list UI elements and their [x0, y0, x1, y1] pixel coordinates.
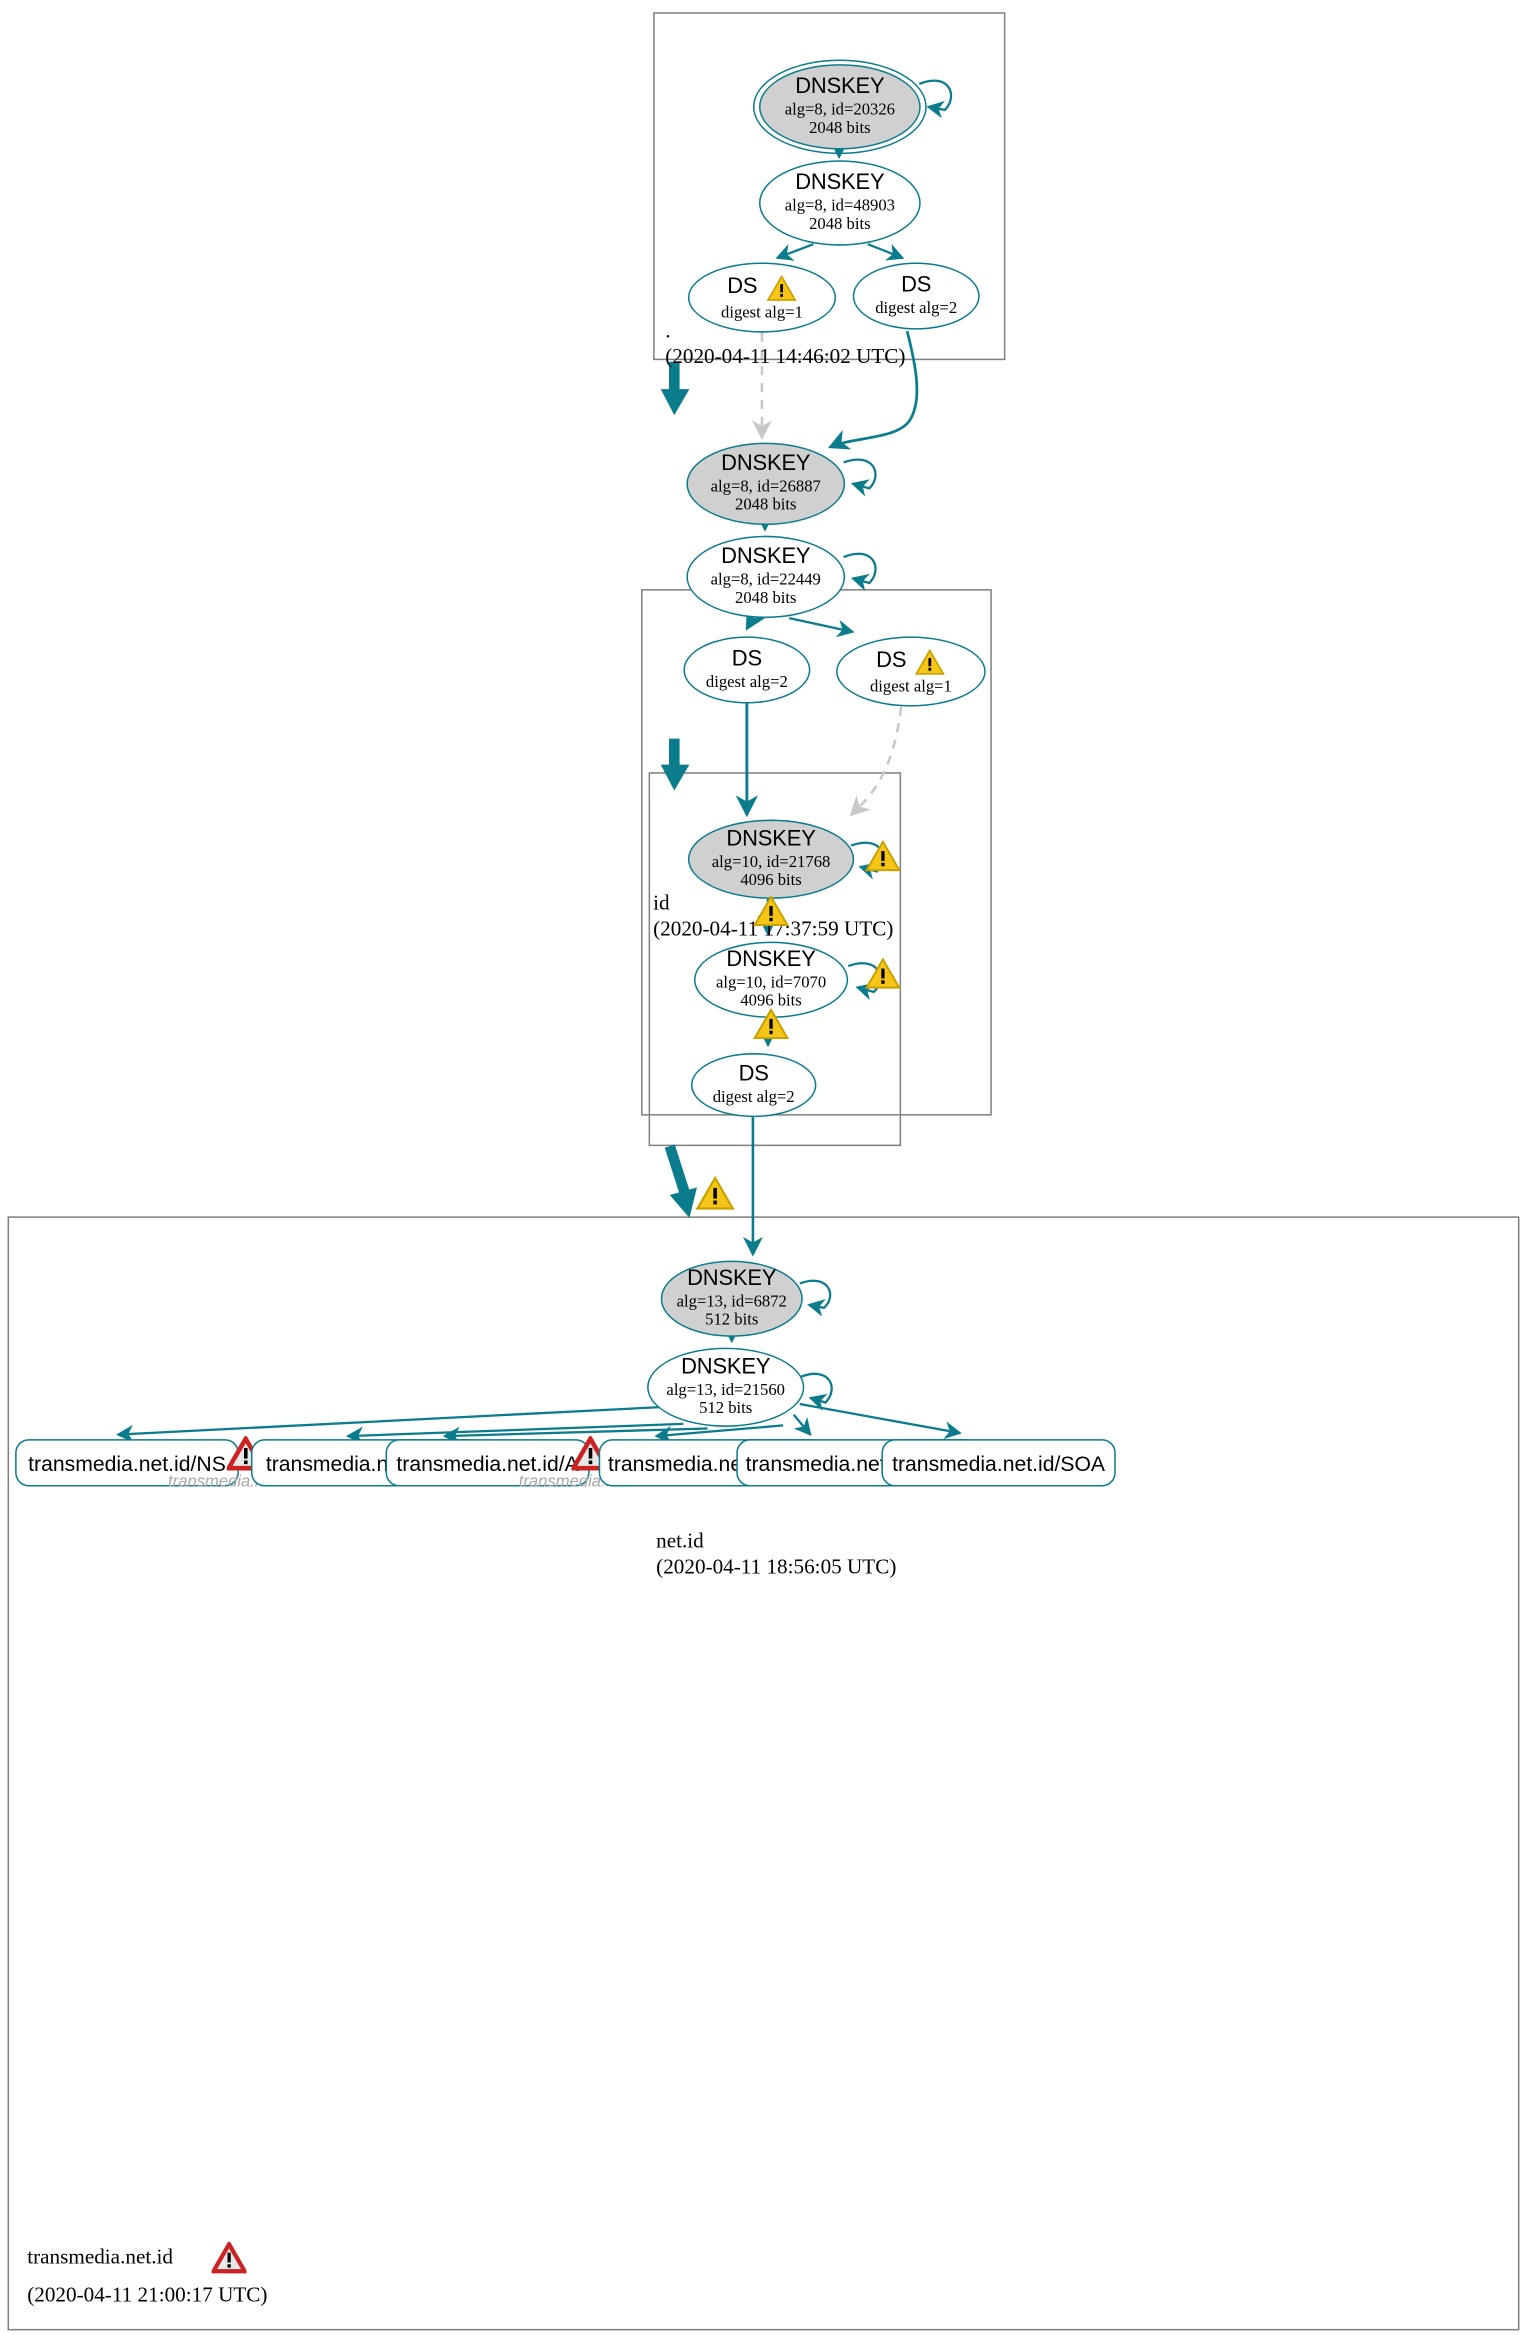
- node-title: DNSKEY: [795, 171, 885, 196]
- node-ds-root-digest2[interactable]: DS digest alg=2: [852, 262, 980, 330]
- node-title: DS: [727, 275, 758, 300]
- node-size: 512 bits: [705, 1310, 759, 1329]
- zone-name: .: [665, 320, 671, 344]
- node-title: DNSKEY: [687, 1267, 777, 1292]
- zone-label-netid: net.id (2020-04-11 18:56:05 UTC): [656, 1531, 896, 1583]
- zone-label-transmedia: transmedia.net.id (2020-04-11 21:00:17 U…: [27, 2241, 268, 2311]
- node-detail: alg=8, id=20326: [784, 100, 895, 119]
- node-ds-id-digest2[interactable]: DS digest alg=2: [683, 636, 811, 704]
- warning-triangle-icon: [766, 274, 797, 301]
- node-title: DS: [731, 647, 762, 672]
- node-dnskey-netid-zsk[interactable]: DNSKEY alg=10, id=7070 4096 bits: [693, 941, 849, 1018]
- node-ds-root-digest1[interactable]: DS digest alg=1: [687, 262, 837, 333]
- edge-self-sign-id-zsk: [843, 552, 877, 592]
- warning-triangle-icon: [915, 648, 946, 675]
- warning-triangle-icon-delegation-transmedia: [695, 1175, 735, 1210]
- node-detail: digest alg=2: [875, 298, 958, 318]
- node-size: 4096 bits: [740, 871, 802, 890]
- rrset-transmedia-a[interactable]: transmedia.net.id/A: [385, 1439, 590, 1487]
- node-size: 2048 bits: [735, 588, 797, 608]
- delegation-root-to-id-head: [660, 389, 690, 416]
- node-dnskey-id-ksk[interactable]: DNSKEY alg=8, id=26887 2048 bits: [686, 442, 846, 525]
- node-title: DNSKEY: [726, 948, 816, 973]
- warning-triangle-icon-netid-zsk: [864, 957, 902, 989]
- zone-timestamp: (2020-04-11 14:46:02 UTC): [665, 346, 906, 370]
- node-detail: digest alg=2: [712, 1087, 795, 1107]
- node-title: DNSKEY: [795, 75, 885, 100]
- error-triangle-icon-zone-transmedia: [212, 2241, 248, 2274]
- node-size: 2048 bits: [735, 495, 797, 514]
- zone-name: transmedia.net.id: [27, 2246, 173, 2270]
- node-detail: digest alg=1: [721, 302, 803, 322]
- node-title: DNSKEY: [726, 827, 816, 852]
- delegation-netid-to-transmedia: [664, 1144, 692, 1200]
- node-title: DS: [738, 1062, 769, 1087]
- node-title: DS: [901, 273, 932, 298]
- zone-box-netid: [648, 772, 902, 1147]
- node-detail: digest alg=1: [869, 676, 952, 696]
- delegation-netid-to-transmedia-head: [669, 1187, 697, 1218]
- node-detail: digest alg=2: [705, 672, 788, 691]
- node-dnskey-id-zsk[interactable]: DNSKEY alg=8, id=22449 2048 bits: [686, 535, 846, 619]
- warning-triangle-icon-netid-ksk-to-zsk: [752, 894, 790, 927]
- node-size: 512 bits: [699, 1399, 753, 1418]
- node-ds-id-digest1[interactable]: DS digest alg=1: [836, 636, 986, 707]
- edge-self-sign-id-ksk: [843, 458, 877, 497]
- node-detail: alg=13, id=21560: [666, 1380, 785, 1400]
- node-detail: alg=8, id=48903: [784, 196, 895, 215]
- zone-timestamp: (2020-04-11 21:00:17 UTC): [27, 2284, 268, 2308]
- node-size: 2048 bits: [809, 118, 871, 137]
- node-ds-netid-digest2[interactable]: DS digest alg=2: [690, 1053, 817, 1118]
- rrset-transmedia-soa[interactable]: transmedia.net.id/SOA: [881, 1439, 1116, 1487]
- node-size: 2048 bits: [809, 214, 871, 234]
- zone-timestamp: (2020-04-11 18:56:05 UTC): [656, 1556, 897, 1580]
- node-dnskey-root-ksk[interactable]: DNSKEY alg=8, id=20326 2048 bits: [758, 64, 921, 150]
- zone-box-root: [653, 12, 1006, 361]
- node-detail: alg=13, id=6872: [676, 1292, 787, 1311]
- warning-triangle-icon-netid-zsk-to-ds: [752, 1007, 790, 1039]
- node-detail: alg=10, id=21768: [711, 852, 831, 872]
- node-dnskey-netid-ksk[interactable]: DNSKEY alg=10, id=21768 4096 bits: [687, 819, 855, 899]
- node-dnskey-transmedia-zsk[interactable]: DNSKEY alg=13, id=21560 512 bits: [647, 1347, 805, 1427]
- node-detail: alg=8, id=22449: [710, 570, 821, 589]
- node-dnskey-transmedia-ksk[interactable]: DNSKEY alg=13, id=6872 512 bits: [660, 1260, 803, 1337]
- node-detail: alg=10, id=7070: [715, 973, 827, 992]
- node-title: DNSKEY: [681, 1355, 771, 1381]
- node-title: DNSKEY: [721, 545, 811, 570]
- node-dnskey-root-zsk[interactable]: DNSKEY alg=8, id=48903 2048 bits: [758, 160, 921, 246]
- node-detail: alg=8, id=26887: [710, 477, 821, 496]
- rrset-transmedia-ns[interactable]: transmedia.net.id/NS: [15, 1439, 239, 1487]
- node-title: DS: [876, 648, 907, 674]
- node-size: 4096 bits: [740, 991, 802, 1010]
- zone-box-transmedia: [7, 1216, 1520, 2331]
- warning-triangle-icon-netid-ksk: [864, 839, 902, 872]
- zone-name: id: [653, 892, 670, 916]
- node-title: DNSKEY: [721, 452, 811, 477]
- zone-name: net.id: [656, 1530, 704, 1554]
